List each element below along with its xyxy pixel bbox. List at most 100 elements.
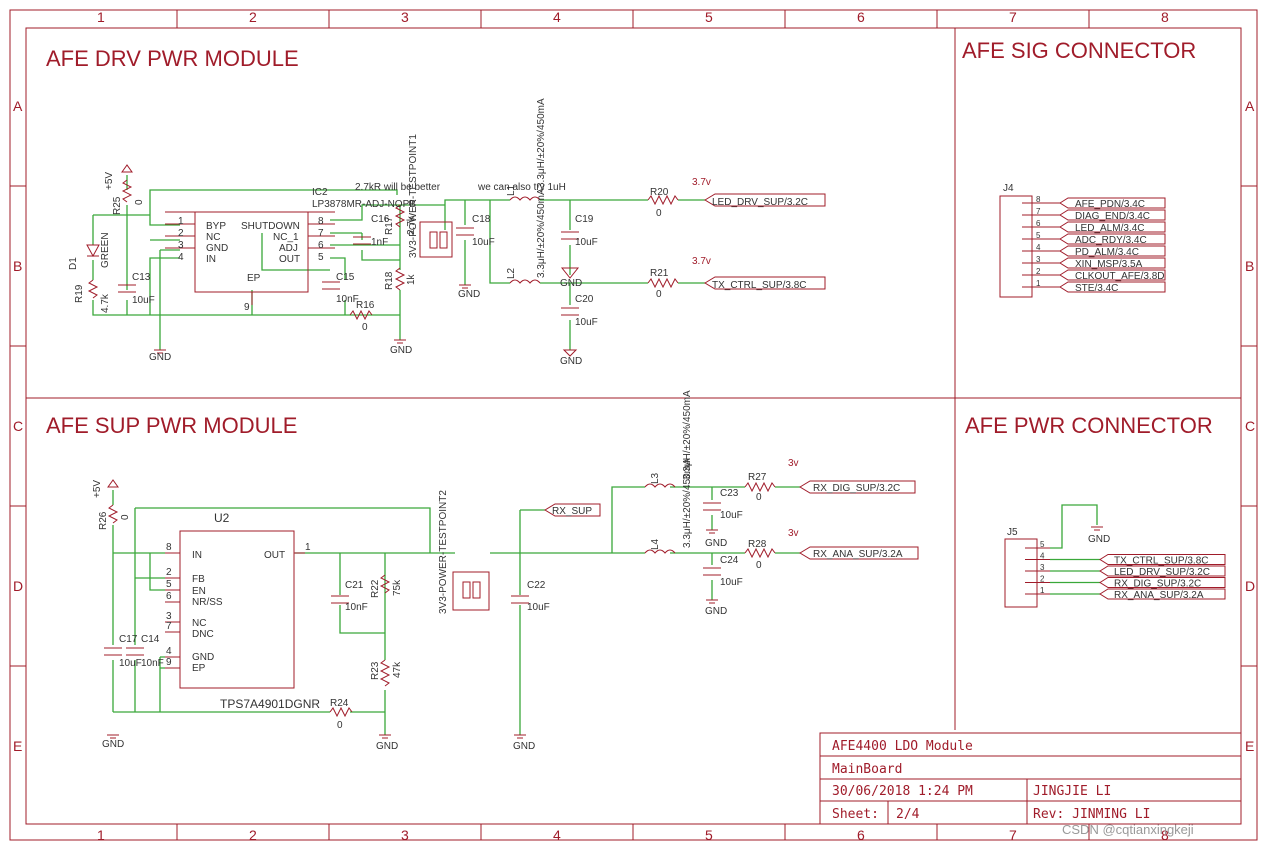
j5-net-label: TX_CTRL_SUP/3.8C (1114, 556, 1208, 567)
c23-ref: C23 (720, 488, 739, 499)
r28-val: 0 (756, 560, 762, 571)
rx-sup-label: RX_SUP (552, 506, 592, 517)
c14-val: 10nF (141, 658, 164, 669)
ic2-pin-in: IN (206, 254, 216, 265)
grid-col-label: 2 (249, 827, 257, 843)
c18-ref: C18 (472, 214, 491, 225)
j5-pin-num: 1 (1040, 586, 1045, 595)
ic2-pin-num-8: 8 (318, 216, 324, 227)
grid-row-label: B (13, 258, 22, 274)
l2-val: 3.3μH/±20%/450mA (536, 188, 547, 278)
ic2-pin-num-5: 5 (318, 252, 324, 263)
drv-section-title: AFE DRV PWR MODULE (46, 46, 299, 71)
j5-gnd: GND (1088, 534, 1110, 545)
l2-ref: L2 (506, 267, 517, 279)
ic2-pin-num-1: 1 (178, 216, 184, 227)
j5-pin-num: 2 (1040, 575, 1045, 584)
grid-row-label: B (1245, 258, 1254, 274)
v3-label-b: 3v (788, 528, 799, 539)
c13-ref: C13 (132, 272, 151, 283)
r24-ref: R24 (330, 698, 349, 709)
c22-val: 10uF (527, 602, 550, 613)
grid-col-label: 1 (97, 827, 105, 843)
r20-ref: R20 (650, 187, 669, 198)
j4-pin-num: 4 (1036, 243, 1041, 252)
r28-ref: R28 (748, 539, 767, 550)
ic2-ref: IC2 (312, 187, 328, 198)
v37-label-b: 3.7v (692, 256, 711, 267)
ic2-pin-gnd: GND (206, 243, 228, 254)
j4-net-label: STE/3.4C (1075, 283, 1118, 294)
ic2-pin-shutdown: SHUTDOWN (241, 221, 300, 232)
grid-col-label: 2 (249, 9, 257, 25)
net-tx-ctrl-sup: TX_CTRL_SUP/3.8C (712, 280, 806, 291)
tb-sheet: 2/4 (896, 807, 920, 822)
ic2-part: LP3878MR-ADJ-NOPB (312, 199, 416, 210)
l1-val: 3.3μH/±20%/450mA (536, 98, 547, 188)
sup-gnd-4: GND (705, 538, 727, 549)
c14-ref: C14 (141, 634, 160, 645)
j4-net-flag (1059, 257, 1166, 269)
r23-ref: R23 (370, 661, 381, 680)
grid-col-label: 7 (1009, 827, 1017, 843)
drv-note-1: 2.7kR will be better (355, 182, 441, 193)
r18-ref: R18 (384, 271, 395, 290)
gnd-label-1: GND (149, 352, 171, 363)
c24-val: 10uF (720, 577, 743, 588)
gnd-label-2: GND (390, 345, 412, 356)
grid-col-label: 8 (1161, 9, 1169, 25)
c20-val: 10uF (575, 317, 598, 328)
r27-val: 0 (756, 492, 762, 503)
grid-col-label: 4 (553, 827, 561, 843)
ic2-pin-num-3: 3 (178, 240, 184, 251)
j5-net-flag (1099, 577, 1226, 588)
r21-val: 0 (656, 289, 662, 300)
u2-pin-num-9: 9 (166, 657, 172, 668)
j4-pin-num: 8 (1036, 195, 1041, 204)
c22-ref: C22 (527, 580, 546, 591)
j4-pin-num: 7 (1036, 207, 1041, 216)
r19-val: 4.7k (100, 293, 111, 313)
c20-ref: C20 (575, 294, 594, 305)
j5-pin-num: 4 (1040, 552, 1045, 561)
grid-ticks (10, 10, 1257, 840)
gnd-label-3: GND (458, 289, 480, 300)
ic2-pin-num-7: 7 (318, 228, 324, 239)
ic2-pin-adj: ADJ (279, 243, 298, 254)
d1-ref: D1 (68, 257, 79, 270)
c17-ref: C17 (119, 634, 138, 645)
j4-net-flag (1059, 245, 1166, 257)
l4-val: 3.3μH/±20%/450mA (682, 458, 693, 548)
ic2-pin-ep: EP (247, 273, 261, 284)
j4-net-flag (1059, 221, 1166, 233)
sup-gnd-1: GND (102, 739, 124, 750)
u2-pin-nrss: NR/SS (192, 597, 223, 608)
drv-p5v: +5V (104, 172, 115, 190)
u2-pin-ep: EP (192, 663, 206, 674)
c23-val: 10uF (720, 510, 743, 521)
title-block: AFE4400 LDO Module MainBoard 30/06/2018 … (819, 732, 1242, 825)
c19-val: 10uF (575, 237, 598, 248)
u2-pin-num-2: 2 (166, 567, 172, 578)
u2-part: TPS7A4901DGNR (220, 697, 320, 711)
tb-date: 30/06/2018 1:24 PM (832, 784, 973, 799)
j5-net-flag (1099, 554, 1226, 565)
j5-net-label: RX_ANA_SUP/3.2A (1114, 590, 1204, 601)
ic2-pin-num-9: 9 (244, 302, 250, 313)
ic2-pin-nc: NC (206, 232, 220, 243)
u2-pin-out: OUT (264, 550, 285, 561)
u2-pin-num-6: 6 (166, 591, 172, 602)
drv-note-2: we can also try 1uH (477, 182, 566, 193)
u2-pin-in: IN (192, 550, 202, 561)
pwr-section-title: AFE PWR CONNECTOR (965, 413, 1213, 438)
j4-pin-num: 3 (1036, 255, 1041, 264)
r25-val: 0 (134, 199, 145, 205)
r18-val: 1k (406, 273, 417, 285)
grid-col-label: 7 (1009, 9, 1017, 25)
j4-net-label: CLKOUT_AFE/3.8D (1075, 271, 1164, 282)
c16-val: 1nF (371, 237, 388, 248)
j4-net-label: DIAG_END/3.4C (1075, 211, 1150, 222)
